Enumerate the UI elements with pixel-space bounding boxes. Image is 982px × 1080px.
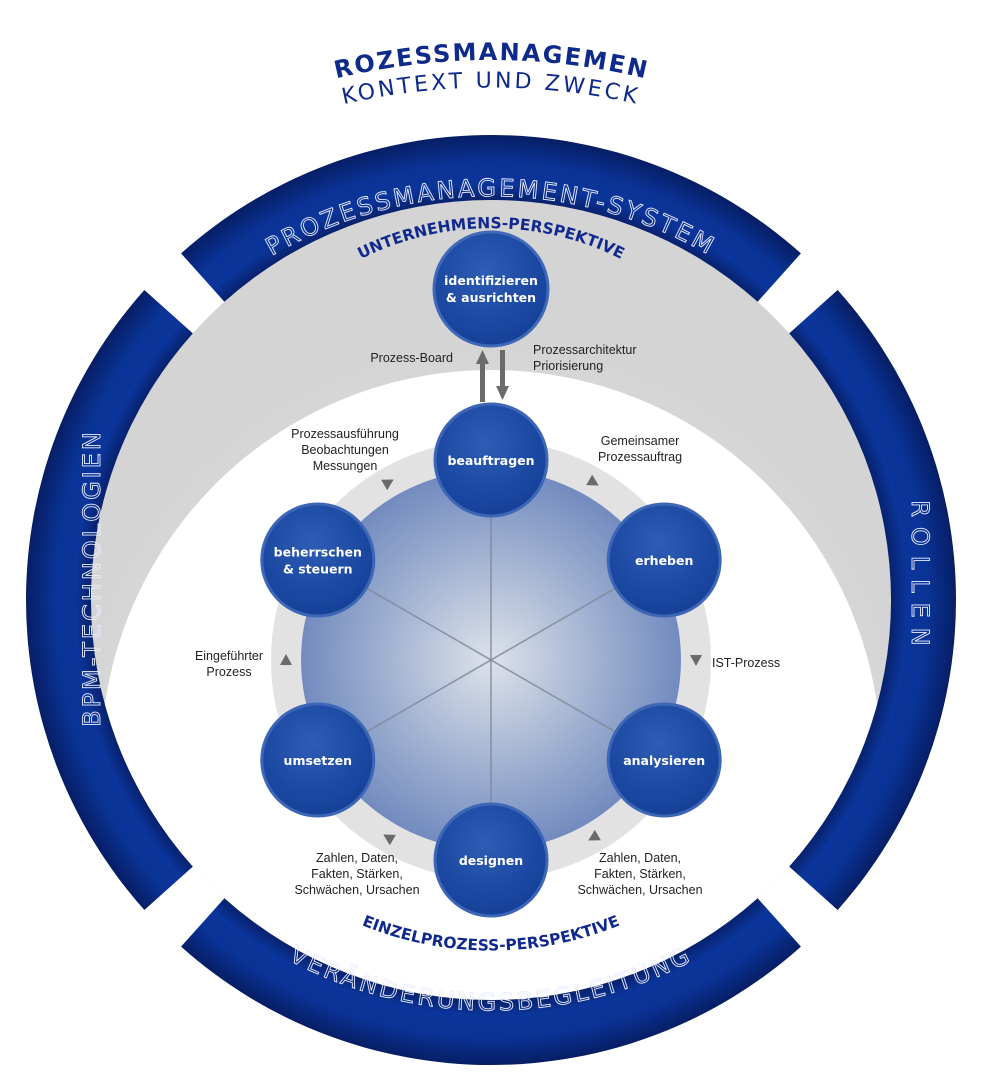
note-line: IST-Prozess xyxy=(712,656,780,670)
note-analysieren-designen: Zahlen, Daten, Fakten, Stärken, Schwächen,… xyxy=(577,851,702,897)
node-label-line-2: & steuern xyxy=(283,562,353,577)
note-line: Prozess xyxy=(206,665,251,679)
node-circle xyxy=(433,402,549,518)
note-line: Beobachtungen xyxy=(301,443,389,457)
note-line: Messungen xyxy=(313,459,378,473)
node-analysieren[interactable]: analysieren xyxy=(606,702,722,818)
node-designen[interactable]: designen xyxy=(433,802,549,918)
ring-label-right: ROLLEN xyxy=(906,500,934,655)
cycle-arrows xyxy=(280,474,702,846)
ring-segment-top[interactable] xyxy=(181,134,801,302)
node-label-line-1: erheben xyxy=(635,553,693,568)
note-line: Zahlen, Daten, xyxy=(316,851,398,865)
node-label-line-1: identifizieren xyxy=(444,273,538,288)
node-identifizieren[interactable]: identifizieren & ausrichten xyxy=(432,230,550,348)
note-line: Prozessausführung xyxy=(291,427,399,441)
note-line: Schwächen, Ursachen xyxy=(294,883,419,897)
node-label-line-1: beherrschen xyxy=(274,545,362,560)
node-beauftragen[interactable]: beauftragen xyxy=(433,402,549,518)
arrow-up-icon xyxy=(476,350,489,402)
node-circle xyxy=(260,702,376,818)
outer-ring xyxy=(25,134,957,1066)
note-architecture-line-1: Prozessarchitektur xyxy=(533,343,637,357)
node-label-line-2: & ausrichten xyxy=(446,290,536,305)
note-line: Fakten, Stärken, xyxy=(594,867,686,881)
ring-segment-right[interactable] xyxy=(789,290,957,910)
node-erheben[interactable]: erheben xyxy=(606,502,722,618)
ring-segment-left[interactable] xyxy=(25,290,193,910)
node-circle xyxy=(260,502,376,618)
cycle-notes: GemeinsamerProzessauftragIST-ProzessZahl… xyxy=(195,427,780,897)
node-circle xyxy=(432,230,550,348)
note-line: Schwächen, Ursachen xyxy=(577,883,702,897)
ring-label-left: BPM-TECHNOLOGIEN xyxy=(78,429,106,727)
node-beherrschen[interactable]: beherrschen & steuern xyxy=(260,502,376,618)
cycle-arrow-icon xyxy=(381,479,394,491)
process-cycle: beauftragen erheben analysieren designen ums… xyxy=(260,402,722,918)
node-label-line-1: umsetzen xyxy=(284,753,352,768)
note-line: Fakten, Stärken, xyxy=(311,867,403,881)
note-architecture-line-2: Priorisierung xyxy=(533,359,603,373)
node-label-line-1: beauftragen xyxy=(447,453,534,468)
cycle-arrow-icon xyxy=(383,834,396,846)
note-line: Gemeinsamer xyxy=(601,434,680,448)
note-line: Prozessauftrag xyxy=(598,450,682,464)
note-line: Zahlen, Daten, xyxy=(599,851,681,865)
node-circle xyxy=(433,802,549,918)
ring-segment-bottom[interactable] xyxy=(181,898,801,1066)
node-label-line-1: analysieren xyxy=(623,753,705,768)
link-arrows xyxy=(476,350,509,402)
node-umsetzen[interactable]: umsetzen xyxy=(260,702,376,818)
note-prozess-board: Prozess-Board xyxy=(370,351,453,365)
arrow-down-icon xyxy=(496,350,509,400)
node-circle xyxy=(606,702,722,818)
note-erheben-analysieren: IST-Prozess xyxy=(712,656,780,670)
diagram-title: PROZESSMANAGEMENT – KONTEXT UND ZWECK – xyxy=(0,0,650,110)
cycle-arrow-icon xyxy=(588,829,601,841)
cycle-arrow-icon xyxy=(280,654,292,665)
node-circle xyxy=(606,502,722,618)
cycle-arrow-icon xyxy=(586,474,599,486)
cycle-arrow-icon xyxy=(690,655,702,666)
note-line: Eingeführter xyxy=(195,649,263,663)
note-designen-umsetzen: Zahlen, Daten, Fakten, Stärken, Schwächen,… xyxy=(294,851,419,897)
node-label-line-1: designen xyxy=(459,853,523,868)
